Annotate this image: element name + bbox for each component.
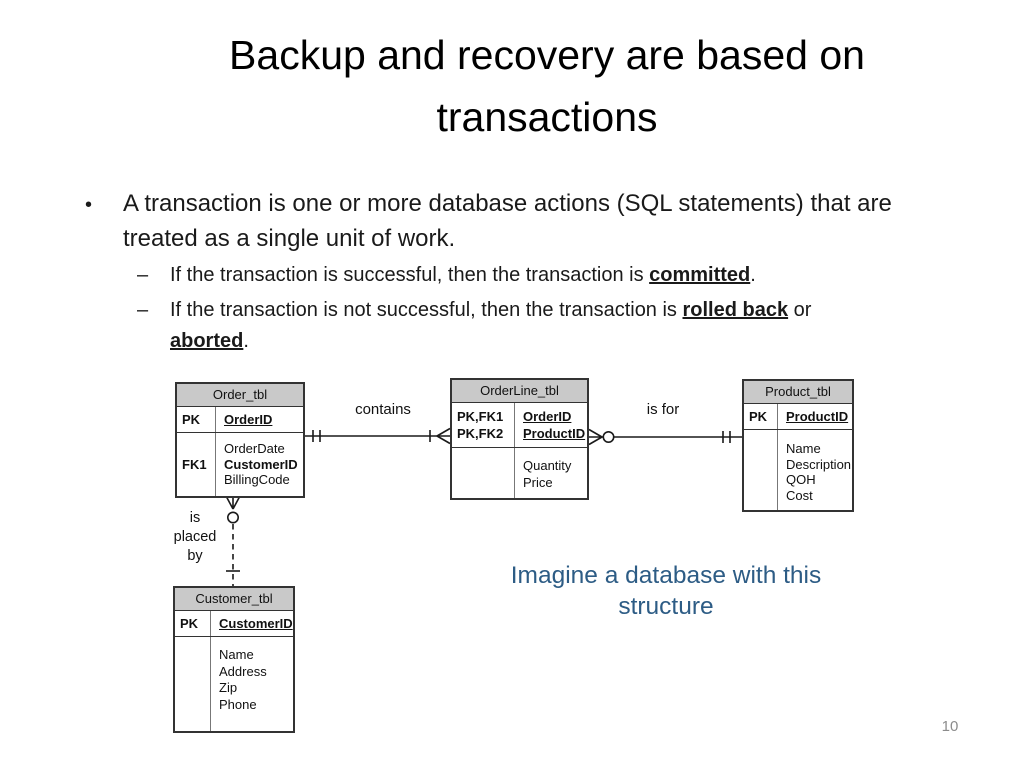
relationship-label-is-placed-by: is placed by bbox=[173, 510, 217, 564]
table-order-title: Order_tbl bbox=[177, 384, 303, 407]
order-attrs: OrderDate CustomerID BillingCode bbox=[216, 433, 303, 496]
sub2-emphasis-aborted: aborted bbox=[170, 330, 244, 352]
table-orderline: OrderLine_tbl PK,FK1 PK,FK2 OrderID Prod… bbox=[450, 378, 589, 500]
customer-attrs: Name Address Zip Phone bbox=[211, 637, 293, 731]
dash-glyph: – bbox=[137, 264, 149, 286]
table-customer: Customer_tbl PK CustomerID Name Address … bbox=[173, 586, 295, 733]
attr-name: Name bbox=[786, 441, 821, 456]
sub-bullet-committed: – If the transaction is successful, then… bbox=[137, 260, 882, 291]
contains-one-ticks bbox=[312, 430, 321, 442]
attr-qoh: QOH bbox=[786, 472, 816, 487]
caption-imagine-database: Imagine a database with this structure bbox=[510, 562, 822, 620]
table-product-title: Product_tbl bbox=[744, 381, 852, 404]
table-orderline-title: OrderLine_tbl bbox=[452, 380, 587, 403]
sub2-post: . bbox=[243, 330, 249, 352]
contains-crowfoot bbox=[429, 427, 451, 445]
attr-address: Address bbox=[219, 663, 267, 679]
table-row: Quantity Price bbox=[452, 447, 587, 498]
attr-orderid: OrderID bbox=[523, 408, 572, 424]
attr-quantity: Quantity bbox=[523, 457, 572, 473]
table-product: Product_tbl PK ProductID Name Descriptio… bbox=[742, 379, 854, 512]
orderline-pk-labels: PK,FK1 PK,FK2 bbox=[452, 402, 515, 447]
table-row: PK OrderID bbox=[177, 406, 303, 433]
bullet-main: • A transaction is one or more database … bbox=[85, 186, 935, 256]
sub2-emphasis-rolledback: rolled back bbox=[682, 299, 789, 321]
customer-pk-label: PK bbox=[175, 610, 211, 636]
isfor-crowfoot bbox=[588, 428, 603, 446]
page-number: 10 bbox=[941, 718, 959, 735]
isfor-one-ticks bbox=[722, 431, 731, 443]
attr-productid: ProductID bbox=[523, 425, 586, 441]
table-row: PK,FK1 PK,FK2 OrderID ProductID bbox=[452, 402, 589, 448]
order-fk-label: FK1 bbox=[177, 433, 216, 496]
attr-customerid-fk: CustomerID bbox=[224, 456, 298, 472]
table-row: Name Description QOH Cost bbox=[744, 430, 852, 510]
sub2-mid: or bbox=[788, 299, 812, 321]
table-order: Order_tbl PK OrderID FK1 OrderDate Custo… bbox=[175, 382, 305, 498]
orderline-empty-key bbox=[452, 447, 515, 498]
bullet-glyph: • bbox=[85, 194, 93, 216]
table-customer-title: Customer_tbl bbox=[175, 588, 293, 611]
dash-glyph: – bbox=[137, 299, 149, 321]
product-empty-key bbox=[744, 430, 778, 510]
sub-bullet-rolledback: – If the transaction is not successful, … bbox=[137, 295, 882, 357]
attr-description: Description bbox=[786, 456, 852, 472]
customer-empty-key bbox=[175, 637, 211, 731]
product-pk-attr: ProductID bbox=[786, 408, 849, 424]
bullet-main-text: A transaction is one or more database ac… bbox=[123, 190, 892, 252]
relationship-label-contains: contains bbox=[355, 401, 411, 418]
relationship-label-is-for: is for bbox=[646, 401, 680, 418]
slide-title: Backup and recovery are based on transac… bbox=[229, 32, 865, 140]
product-pk-label: PK bbox=[744, 403, 778, 429]
sub-bullet-committed-text: If the transaction is successful, then t… bbox=[170, 260, 756, 291]
sub2-pre: If the transaction is not successful, th… bbox=[170, 299, 683, 321]
table-row: PK ProductID bbox=[744, 403, 852, 430]
attr-zip: Zip bbox=[219, 680, 238, 695]
attr-phone: Phone bbox=[219, 696, 257, 712]
pk-fk2-label: PK,FK2 bbox=[457, 425, 504, 441]
order-pk-attr: OrderID bbox=[224, 411, 273, 427]
orderline-attrs: Quantity Price bbox=[515, 448, 587, 498]
table-row: Name Address Zip Phone bbox=[175, 637, 293, 731]
order-pk-label: PK bbox=[177, 406, 216, 432]
attr-name: Name bbox=[219, 647, 254, 662]
product-attrs: Name Description QOH Cost bbox=[778, 430, 855, 510]
attr-billingcode: BillingCode bbox=[224, 472, 290, 487]
sub1-emphasis: committed bbox=[649, 264, 751, 286]
customer-pk-attr: CustomerID bbox=[219, 615, 293, 631]
table-row: FK1 OrderDate CustomerID BillingCode bbox=[177, 433, 303, 496]
orderline-pk-attrs: OrderID ProductID bbox=[515, 403, 589, 447]
isfor-zero-circle bbox=[602, 430, 615, 443]
pk-fk1-label: PK,FK1 bbox=[457, 408, 504, 424]
attr-price: Price bbox=[523, 474, 553, 490]
attr-cost: Cost bbox=[786, 487, 813, 503]
attr-orderdate: OrderDate bbox=[224, 441, 285, 456]
sub1-pre: If the transaction is successful, then t… bbox=[170, 264, 650, 286]
sub-bullet-rolledback-text: If the transaction is not successful, th… bbox=[170, 295, 882, 357]
sub1-post: . bbox=[750, 264, 756, 286]
table-row: PK CustomerID bbox=[175, 610, 293, 637]
